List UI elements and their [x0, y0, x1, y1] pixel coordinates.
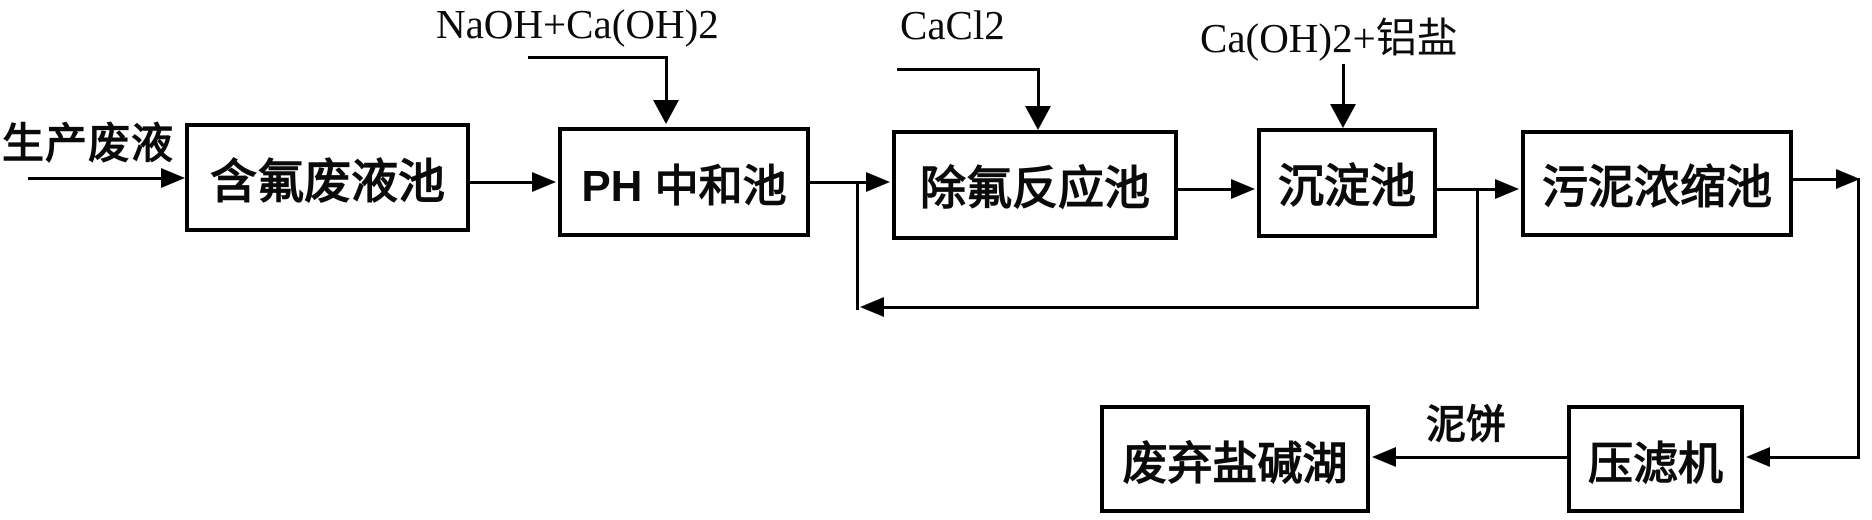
reagent-line-cacl2-vertical — [1037, 68, 1040, 110]
recycle-line-right-vertical — [1476, 190, 1479, 309]
label-reagent-caoh2-aluminum-salt: Ca(OH)2+铝盐 — [1200, 15, 1458, 61]
node-filter-press: 压滤机 — [1567, 405, 1744, 513]
label-mud-cake: 泥饼 — [1426, 403, 1506, 447]
recycle-line-bottom-horizontal — [884, 306, 1479, 309]
arrow-line-filter-press-to-lake — [1394, 456, 1567, 459]
arrow-line-defluorination-to-sedimentation — [1178, 188, 1231, 191]
reagent-line-naoh-horizontal — [528, 56, 668, 59]
node-fluoride-waste-pool: 含氟废液池 — [185, 123, 470, 232]
arrowhead-right-thickening-out — [1836, 169, 1860, 189]
arrowhead-right-ph-to-defluorination — [866, 172, 890, 192]
node-abandoned-salt-alkali-lake: 废弃盐碱湖 — [1100, 405, 1370, 513]
node-defluorination-reaction-pool: 除氟反应池 — [892, 130, 1178, 240]
arrowhead-left-filter-press-to-lake — [1372, 447, 1396, 467]
arrowhead-right-defluorination-to-sedimentation — [1231, 179, 1255, 199]
arrow-line-thickening-out-right — [1793, 178, 1838, 181]
arrowhead-right-fluoride-to-ph — [532, 172, 556, 192]
arrow-line-fluoride-to-ph — [470, 181, 534, 184]
line-right-edge-vertical-down — [1857, 178, 1860, 459]
arrowhead-left-into-filter-press — [1746, 447, 1770, 467]
arrow-line-ph-to-defluorination — [810, 181, 866, 184]
node-sludge-thickening-pool: 污泥浓缩池 — [1521, 130, 1793, 237]
arrowhead-left-recycle-return — [860, 297, 884, 317]
arrowhead-down-naoh-into-ph-pool — [653, 100, 679, 124]
arrowhead-down-caoh2-into-sedimentation — [1330, 104, 1356, 128]
arrow-line-source-to-fluoride-pool — [28, 177, 163, 180]
arrowhead-right-source-to-fluoride-pool — [161, 168, 185, 188]
arrow-line-sedimentation-to-thickening — [1437, 188, 1495, 191]
label-production-waste-liquid: 生产废液 — [2, 120, 175, 167]
arrowhead-right-sedimentation-to-thickening — [1495, 179, 1519, 199]
recycle-line-left-vertical — [856, 182, 859, 310]
reagent-line-caoh2-vertical — [1342, 64, 1345, 106]
label-reagent-cacl2: CaCl2 — [900, 2, 1005, 48]
node-sedimentation-pool: 沉淀池 — [1257, 128, 1437, 238]
reagent-line-naoh-vertical — [665, 56, 668, 104]
arrow-line-into-filter-press — [1768, 456, 1860, 459]
node-ph-neutralization-pool: PH 中和池 — [558, 127, 810, 237]
reagent-line-cacl2-horizontal — [897, 68, 1040, 71]
label-reagent-naoh-caoh2: NaOH+Ca(OH)2 — [436, 1, 719, 47]
arrowhead-down-cacl2-into-defluorination — [1025, 106, 1051, 130]
